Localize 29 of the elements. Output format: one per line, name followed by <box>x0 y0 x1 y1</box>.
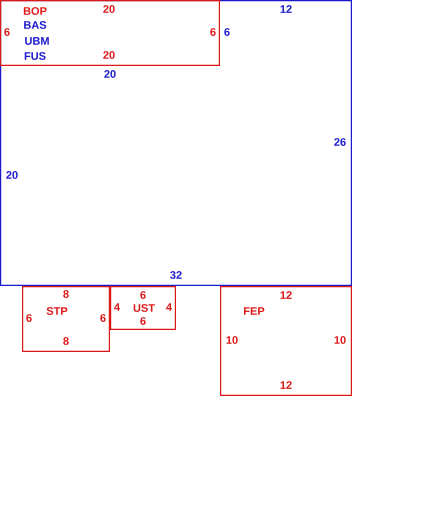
room-label: BOP <box>24 7 47 15</box>
room-label: STP <box>46 307 68 315</box>
dimension-label: 20 <box>103 51 115 59</box>
dimension-label: 6 <box>224 28 230 36</box>
room-label: FEP <box>244 307 264 315</box>
dimension-label: 10 <box>226 336 238 344</box>
dimension-label: 6 <box>140 317 146 325</box>
dimension-label: 8 <box>63 337 69 345</box>
dimension-label: 12 <box>280 381 292 389</box>
dimension-label: 20 <box>6 171 18 179</box>
dimension-label: 32 <box>170 271 182 279</box>
room-label: UST <box>134 304 155 312</box>
dimension-label: 6 <box>4 28 10 36</box>
dimension-label: 20 <box>104 70 116 78</box>
dimension-label: 4 <box>166 303 172 311</box>
dimension-label: 12 <box>280 291 292 299</box>
dimension-label: 6 <box>140 291 146 299</box>
dimension-label: 12 <box>280 5 292 13</box>
dimension-label: 6 <box>26 314 32 322</box>
dimension-label: 6 <box>210 28 216 36</box>
dimension-label: 8 <box>63 290 69 298</box>
room-label: BAS <box>24 21 46 29</box>
dimension-label: 20 <box>103 5 115 13</box>
dimension-label: 4 <box>114 303 120 311</box>
dimension-label: 26 <box>334 138 346 146</box>
dimension-label: 10 <box>334 336 346 344</box>
room-label: UBM <box>25 37 49 45</box>
dimension-label: 6 <box>100 314 106 322</box>
room-label: FUS <box>24 52 46 60</box>
